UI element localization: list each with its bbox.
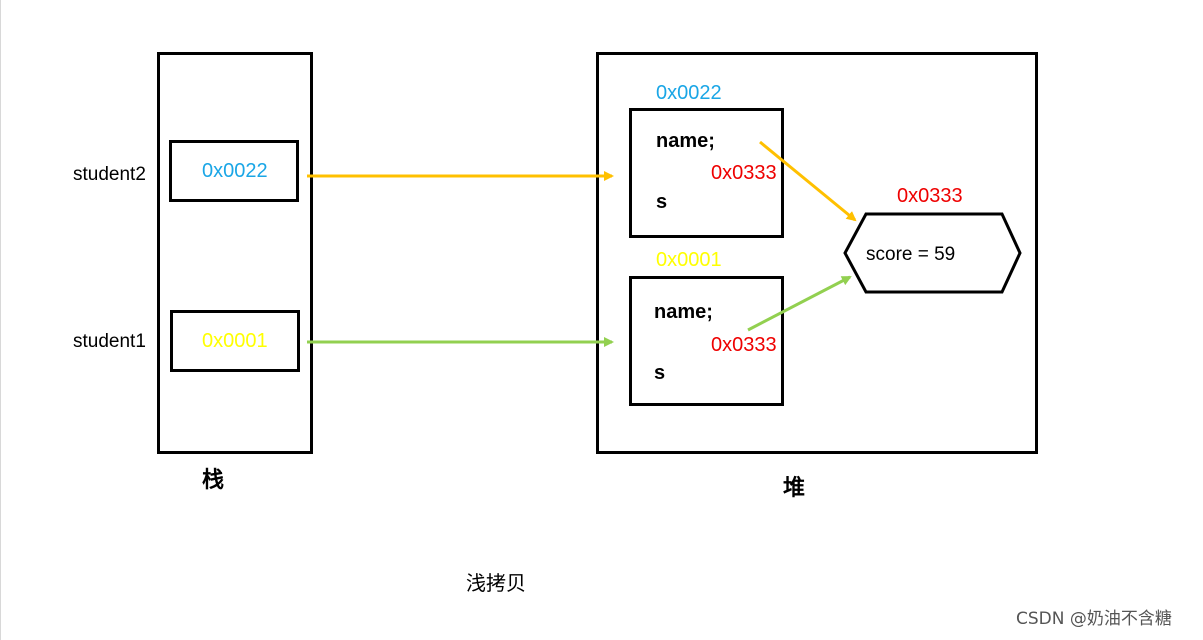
left-edge-line [0, 0, 1, 640]
stack-slot-student1 [170, 310, 300, 372]
heap-object-bottom-pointer: 0x0333 [711, 334, 777, 356]
student2-label: student2 [73, 164, 146, 185]
arrow-bottom-name-to-score [747, 275, 852, 332]
student1-label: student1 [73, 331, 146, 352]
heap-label: 堆 [783, 476, 806, 501]
heap-object-top-s-field: s [656, 191, 668, 213]
stack-slot-student2 [169, 140, 299, 202]
heap-object-bottom-s-field: s [654, 362, 666, 384]
score-object-hexagon [843, 212, 1022, 294]
diagram-caption: 浅拷贝 [466, 571, 526, 595]
heap-object-bottom-address: 0x0001 [656, 249, 722, 271]
student2-value: 0x0022 [202, 160, 268, 182]
heap-box [596, 52, 1038, 454]
heap-object-bottom-name-field: name; [654, 301, 713, 323]
heap-object-top [629, 108, 784, 238]
arrow-top-name-to-score [759, 140, 857, 222]
score-value: score = 59 [866, 244, 956, 265]
stack-label: 栈 [202, 468, 225, 493]
heap-object-top-name-field: name; [656, 130, 715, 152]
stack-box [157, 52, 313, 454]
heap-object-top-pointer: 0x0333 [711, 162, 777, 184]
student1-value: 0x0001 [202, 330, 268, 352]
heap-object-bottom [629, 276, 784, 406]
score-object-address: 0x0333 [897, 185, 963, 207]
heap-object-top-address: 0x0022 [656, 82, 722, 104]
watermark: CSDN @奶油不含糖 [1016, 609, 1172, 629]
